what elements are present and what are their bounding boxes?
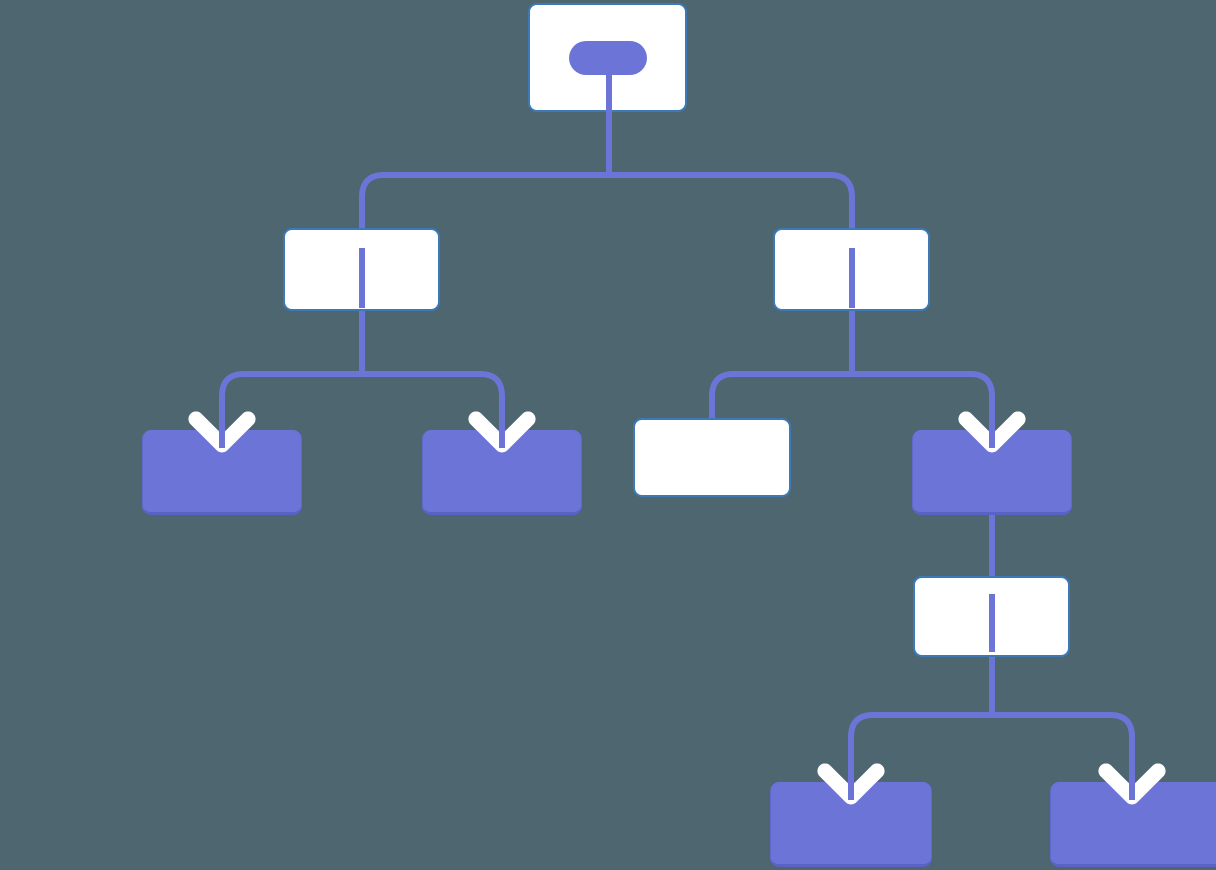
edge-n2-n5 [709, 371, 852, 422]
edge-n7-n9 [992, 712, 1135, 788]
edge-segment-through-node-level3-a [989, 594, 995, 652]
node-level2-a[interactable] [142, 430, 302, 515]
edge-n1-n3 [219, 371, 362, 436]
node-level2-c[interactable] [633, 418, 791, 497]
edge-n1-n4 [362, 371, 505, 436]
node-level2-b[interactable] [422, 430, 582, 515]
edge-n0-n1 [359, 172, 609, 232]
edge-n7-n8 [848, 712, 992, 788]
node-level2-d[interactable] [912, 430, 1072, 515]
root-pill-stem [606, 70, 612, 112]
edge-n2-n6 [852, 371, 995, 436]
edge-segment-through-node-level1-right [849, 248, 855, 308]
node-level4-b[interactable] [1050, 782, 1216, 867]
edge-segment-through-node-level1-left [359, 248, 365, 308]
edge-n0-n2 [609, 172, 855, 232]
node-level4-a[interactable] [770, 782, 932, 867]
root-pill-badge[interactable] [569, 41, 647, 75]
